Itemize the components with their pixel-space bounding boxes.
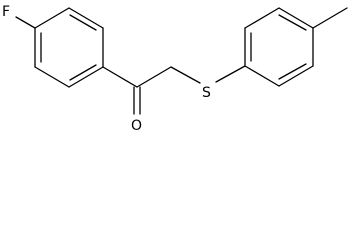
ring1-double-2	[69, 64, 97, 81]
ring1-bond-4	[34, 66, 70, 88]
ring1-double-1	[69, 14, 97, 31]
fluorine-label: F	[2, 4, 10, 20]
ring2-bond-3	[278, 7, 314, 29]
methylene-sulfur-bond	[170, 66, 201, 84]
sulfur-label: S	[202, 85, 211, 101]
chemical-structure: F O S	[2, 4, 348, 134]
oxygen-label: O	[131, 118, 142, 134]
ring2-double-2	[278, 14, 307, 31]
sulfur-ring2-bond	[215, 65, 246, 83]
c-f-bond	[15, 16, 36, 29]
ring2-bond-2	[244, 7, 280, 29]
ring1-bond-6	[34, 7, 70, 29]
ring2-bond-6	[244, 65, 280, 87]
ring1-carbonyl-bond	[102, 66, 138, 88]
ring1-bond-3	[68, 66, 104, 88]
ring2-double-3	[278, 63, 307, 80]
methyl-bond	[312, 7, 348, 29]
ring1-bond-1	[68, 7, 104, 29]
ring2-bond-5	[278, 65, 314, 87]
carbonyl-methylene-bond	[136, 66, 172, 88]
tolyl-ring	[244, 7, 314, 87]
fluorophenyl-ring	[34, 7, 104, 88]
